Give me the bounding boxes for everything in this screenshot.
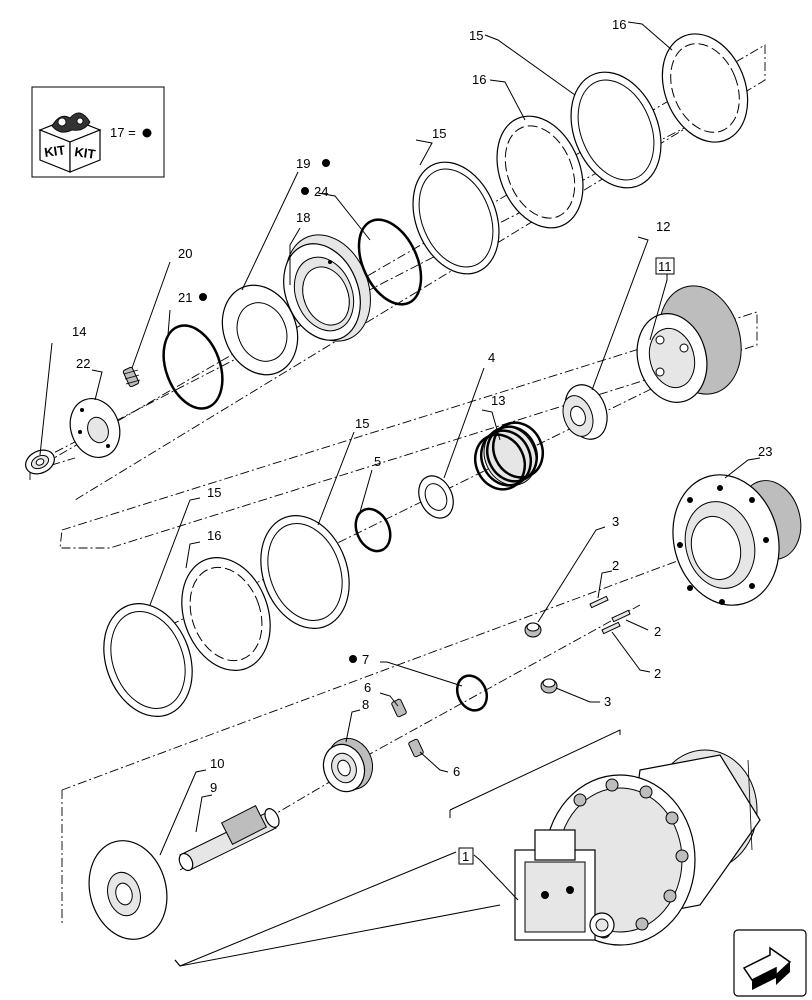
part-19-disc bbox=[221, 284, 299, 376]
callout-21-kit-dot-icon bbox=[199, 293, 207, 301]
callout-18: 18 bbox=[296, 210, 310, 225]
callout-6-upper: 6 bbox=[364, 680, 371, 695]
part-20-spring bbox=[122, 366, 141, 388]
callout-21: 21 bbox=[178, 290, 192, 305]
callout-15-middle: 15 bbox=[355, 416, 369, 431]
callout-15-lower: 15 bbox=[207, 485, 221, 500]
callout-24: 24 bbox=[314, 184, 328, 199]
part-5-o-ring bbox=[354, 507, 392, 553]
callout-2-middle: 2 bbox=[654, 624, 661, 639]
callout-5: 5 bbox=[374, 454, 381, 469]
part-15-friction-disc-lower-1 bbox=[103, 603, 193, 717]
part-15-friction-disc-lower-2 bbox=[260, 515, 350, 629]
part-23-hub bbox=[672, 474, 802, 606]
callout-13: 13 bbox=[491, 393, 505, 408]
callout-11: 11 bbox=[658, 259, 672, 274]
callout-2-upper: 2 bbox=[612, 558, 619, 573]
part-1-final-drive-assembly bbox=[514, 749, 761, 946]
kit-text-left: KIT bbox=[43, 142, 66, 160]
kit-legend-label: 17 = bbox=[110, 125, 136, 140]
callout-2-lower: 2 bbox=[654, 666, 661, 681]
callout-24-kit-dot-icon bbox=[301, 187, 309, 195]
callout-16-top-left: 16 bbox=[472, 72, 486, 87]
callout-8: 8 bbox=[362, 697, 369, 712]
part-6-set-screw-lower bbox=[408, 738, 424, 758]
callout-labels: 14 22 20 21 19 24 18 15 15 16 16 12 11 4… bbox=[72, 17, 772, 865]
part-13-spring bbox=[473, 421, 545, 491]
part-3-plug-lower bbox=[540, 678, 558, 694]
part-22-plate bbox=[69, 398, 121, 458]
part-3-plug-upper bbox=[524, 622, 542, 638]
callout-9: 9 bbox=[210, 780, 217, 795]
callout-15-top-left: 15 bbox=[432, 126, 446, 141]
part-15-friction-disc-upper-1 bbox=[412, 161, 500, 275]
part-4-washer bbox=[418, 475, 454, 519]
part-21-o-ring bbox=[162, 324, 224, 410]
part-14-bearing bbox=[25, 449, 55, 475]
callout-6-lower: 6 bbox=[453, 764, 460, 779]
callout-12: 12 bbox=[656, 219, 670, 234]
kit-box-icon: KIT KIT bbox=[38, 112, 102, 173]
callout-11-box bbox=[655, 257, 675, 275]
callout-3-upper: 3 bbox=[612, 514, 619, 529]
callout-7: 7 bbox=[362, 652, 369, 667]
callout-10: 10 bbox=[210, 756, 224, 771]
kit-text-right: KIT bbox=[74, 144, 97, 162]
callout-19: 19 bbox=[296, 156, 310, 171]
assembly-bracket-line bbox=[449, 729, 621, 811]
callout-1-box bbox=[458, 847, 474, 865]
part-12-bushing bbox=[562, 384, 608, 440]
kit-dot-icon bbox=[142, 128, 152, 138]
kit-legend: KIT KIT 17 = bbox=[31, 86, 165, 178]
leader-lines bbox=[39, 21, 761, 901]
callout-20: 20 bbox=[178, 246, 192, 261]
part-10-cup bbox=[88, 840, 168, 940]
callout-16-lower: 16 bbox=[207, 528, 221, 543]
part-18-piston bbox=[283, 234, 371, 342]
callout-15-top-right: 15 bbox=[469, 28, 483, 43]
part-11-carrier bbox=[636, 285, 742, 403]
callout-4: 4 bbox=[488, 350, 495, 365]
callout-16-top-right: 16 bbox=[612, 17, 626, 32]
callout-22: 22 bbox=[76, 356, 90, 371]
callout-23: 23 bbox=[758, 444, 772, 459]
part-8-bearing bbox=[322, 737, 374, 793]
callout-14: 14 bbox=[72, 324, 86, 339]
part-16-splined-disc-upper-2 bbox=[661, 33, 749, 143]
part-7-o-ring bbox=[455, 674, 489, 712]
part-6-set-screw-upper bbox=[391, 698, 407, 718]
callout-3-lower: 3 bbox=[604, 694, 611, 709]
part-15-friction-disc-upper-2 bbox=[570, 71, 662, 189]
callout-19-kit-dot-icon bbox=[322, 159, 330, 167]
callout-7-kit-dot-icon bbox=[349, 655, 357, 663]
part-16-splined-disc-upper-1 bbox=[496, 115, 584, 229]
part-16-splined-disc-lower bbox=[181, 557, 271, 671]
callout-1: 1 bbox=[462, 849, 469, 864]
double-arrow-icon[interactable] bbox=[733, 929, 807, 997]
part-2-pins bbox=[589, 595, 631, 635]
part-24-o-ring bbox=[357, 218, 423, 306]
part-9-shaft bbox=[178, 805, 280, 872]
